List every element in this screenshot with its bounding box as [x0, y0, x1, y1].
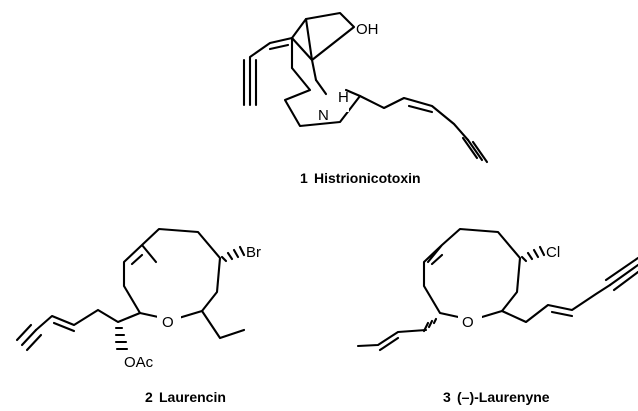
right-enyne-chain	[358, 94, 489, 164]
compound-name: (–)-Laurenyne	[457, 389, 550, 405]
structure-histrionicotoxin: OH H N 1 Histrionicotoxin	[242, 11, 489, 186]
ring-oxygen-label: O	[162, 314, 174, 331]
bromo-hash-bond	[220, 245, 246, 263]
compound-name: Histrionicotoxin	[314, 170, 421, 186]
acetoxy-hash-bond	[114, 326, 129, 351]
oxocene-ring	[422, 227, 522, 322]
compound-name: Laurencin	[159, 389, 226, 405]
ring-oxygen-label: O	[462, 314, 474, 331]
oxocene-ring	[122, 227, 222, 322]
enyne-side-chain	[15, 308, 142, 352]
compound-number: 3	[443, 389, 451, 405]
structure-laurenyne: Cl O 3 (–)-Laurenyne	[356, 227, 638, 405]
structure-laurencin: Br O OAc 2 Laurencin	[15, 227, 261, 405]
caption-laurencin: 2 Laurencin	[145, 389, 226, 405]
propenyl-group	[356, 317, 438, 352]
chloro-hash-bond	[520, 245, 546, 263]
enyne-side-chain	[500, 256, 638, 324]
acetate-label: OAc	[124, 354, 154, 371]
cyclohexane-ring	[290, 11, 356, 82]
caption-laurenyne: 3 (–)-Laurenyne	[443, 389, 550, 405]
chlorine-label: Cl	[546, 244, 560, 261]
amine-n-label: N	[318, 107, 329, 124]
amine-h-label: H	[338, 89, 349, 106]
left-enyne-chain	[242, 36, 294, 107]
ethyl-group	[200, 309, 246, 340]
compound-number: 1	[300, 170, 308, 186]
compound-number: 2	[145, 389, 153, 405]
bromine-label: Br	[246, 244, 261, 261]
hydroxyl-label: OH	[356, 21, 379, 38]
caption-histrionicotoxin: 1 Histrionicotoxin	[300, 170, 421, 186]
